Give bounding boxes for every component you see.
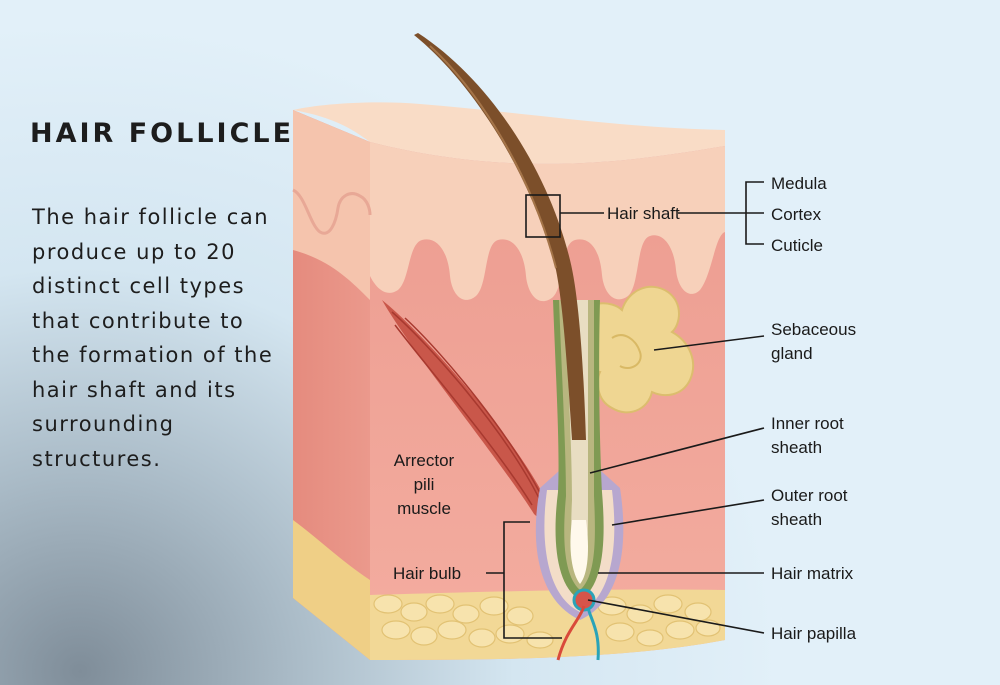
label-inner-root-sheath-line2: sheath [771,438,822,457]
label-medula: Medula [771,174,827,193]
sebaceous-gland-detail [611,334,642,370]
label-arrector-pili-line3: muscle [397,499,451,518]
blood-vessel-blue [586,607,600,661]
hair-shaft-highlight [429,45,557,269]
label-sebaceous-gland-line1: Sebaceous [771,320,856,339]
label-arrector-pili-line1: Arrector [394,451,455,470]
label-inner-root-sheath-line1: Inner root [771,414,844,433]
label-hair-shaft: Hair shaft [607,204,680,223]
label-arrector-pili-line2: pili [414,475,435,494]
label-cuticle: Cuticle [771,236,823,255]
label-sebaceous-gland-line2: gland [771,344,813,363]
blood-vessel-red [556,605,586,661]
label-hair-papilla: Hair papilla [771,624,857,643]
label-outer-root-sheath-line2: sheath [771,510,822,529]
arrector-pili-muscle [382,300,552,519]
description-text: The hair follicle can produce up to 20 d… [32,205,274,471]
label-cortex: Cortex [771,205,822,224]
hair-matrix-core [570,520,588,584]
left-face-epidermis [293,110,370,300]
label-hair-matrix: Hair matrix [771,564,854,583]
left-face-fat [293,520,370,660]
hair-shaft-zoom-box [525,194,561,238]
page-title: HAIR FOLLICLE [30,118,295,149]
leader-lines [486,181,765,639]
label-hair-bulb: Hair bulb [393,564,461,583]
label-outer-root-sheath-line1: Outer root [771,486,848,505]
left-rete-ridges [292,188,372,235]
